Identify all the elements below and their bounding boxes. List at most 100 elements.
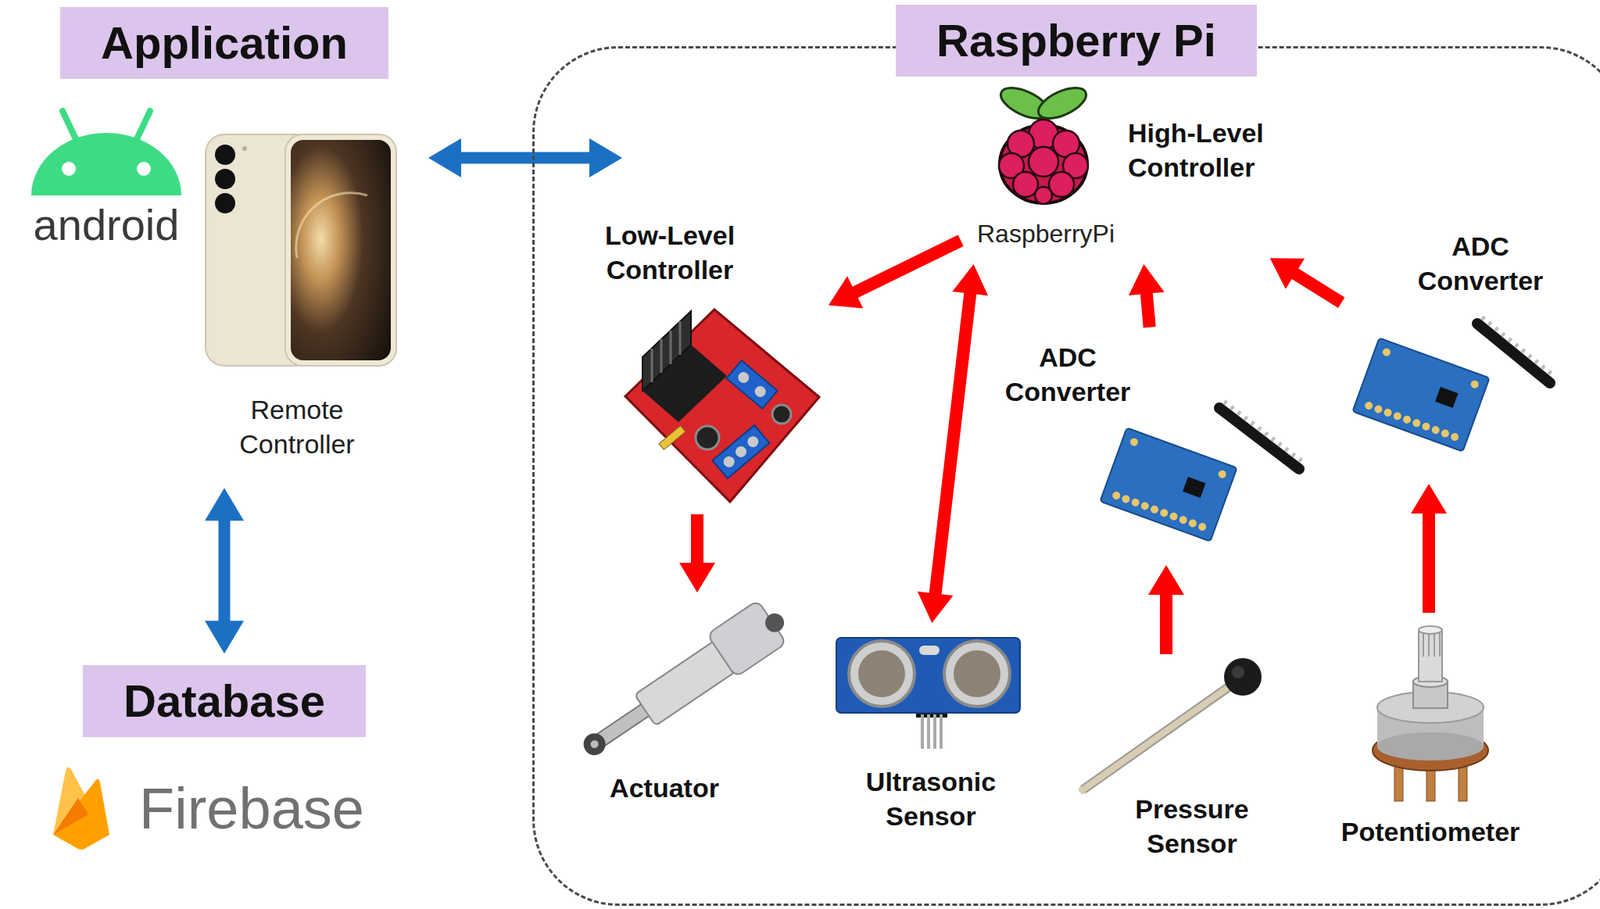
adc-board (1168, 511, 1179, 522)
pin-header (1224, 401, 1304, 463)
adc-board (1177, 515, 1189, 526)
motor-driver-board (735, 369, 752, 386)
adc-board (1435, 386, 1458, 409)
ultrasonic-sensor-module (933, 714, 937, 749)
motor-driver-board (726, 360, 777, 409)
ultrasonic-sensor-module (927, 714, 931, 749)
android-logo (61, 161, 76, 176)
section-title: Application (100, 13, 348, 72)
ultrasonic-sensor-module (858, 650, 906, 698)
component-node: Remote Controller (204, 132, 398, 465)
potentiometer (1377, 732, 1484, 761)
pin-header (1219, 401, 1304, 469)
adc-board (1149, 504, 1160, 515)
arrow-connector (1410, 483, 1447, 613)
phone-illustration (290, 139, 391, 361)
adc-board (1421, 421, 1432, 432)
pressure-sensor (1080, 658, 1262, 793)
component-node: ADC Converter (1346, 225, 1566, 475)
component-label: RaspberryPi (977, 218, 1115, 251)
arrow-connector (828, 235, 964, 309)
firebase-logo (53, 767, 110, 851)
component-label: Potentiometer (1341, 814, 1521, 849)
component-node: Ultrasonic Sensor (836, 632, 1024, 837)
firebase-logo (53, 778, 110, 850)
motor-driver-board (679, 321, 682, 355)
component-label: ADC Converter (1398, 229, 1563, 298)
component-node: Actuator (581, 601, 786, 809)
arrow-connector (1128, 264, 1165, 329)
motor-driver-board (726, 360, 777, 409)
adc-board (1111, 490, 1122, 502)
pin-header (1477, 317, 1555, 383)
component-node: Potentiometer (1338, 622, 1524, 852)
adc-board (1197, 522, 1208, 533)
ultrasonic-sensor-module (939, 714, 943, 749)
pressure-sensor (1083, 686, 1231, 790)
raspberry-pi-logo (1034, 186, 1053, 205)
component-node: Low-Level Controller (580, 214, 822, 505)
phone-illustration (285, 134, 397, 366)
section-tag: Database (82, 665, 366, 737)
adc-board (1129, 436, 1140, 448)
motor-driver-board (712, 425, 770, 479)
potentiometer (1438, 631, 1441, 657)
ultrasonic-sensor-module (953, 650, 1001, 698)
phone-illustration (296, 193, 368, 258)
raspberry-pi-logo (1034, 81, 1091, 125)
potentiometer (1372, 626, 1489, 802)
adc-board (1430, 425, 1441, 436)
motor-driver-board (658, 425, 686, 451)
adc-board (1352, 337, 1490, 452)
adc-board (1373, 404, 1384, 415)
adc-board (1120, 493, 1132, 505)
logo-text: android (33, 196, 180, 255)
pressure-sensor (1224, 658, 1262, 696)
ultrasonic-sensor-module (836, 637, 1021, 749)
motor-driver-board (642, 311, 691, 391)
adc-board (1217, 468, 1228, 480)
firebase-logo (53, 798, 89, 835)
adc-board (1363, 400, 1375, 412)
component-label: Ultrasonic Sensor (841, 764, 1021, 834)
adc-board (1392, 411, 1403, 422)
ultrasonic-sensor-module (836, 637, 1021, 713)
system-boundary: Raspberry PiHigh-Level ControllerRaspber… (532, 46, 1600, 906)
phone-illustration (214, 168, 236, 190)
component-node: ADC Converter (982, 336, 1307, 556)
pin-header (1477, 323, 1550, 383)
phone-illustration (214, 193, 236, 214)
arrow-connector (679, 514, 716, 593)
adc-board (1382, 407, 1393, 418)
pin-header (1481, 317, 1555, 377)
logo-text: Firebase (139, 771, 365, 847)
arrow-connector (917, 264, 988, 623)
phone-illustration (214, 144, 236, 165)
motor-driver-board (625, 309, 820, 502)
android-logo (31, 110, 182, 196)
adc-board (1381, 347, 1393, 358)
section-title: Database (123, 671, 326, 731)
pressure-sensor (1080, 683, 1228, 787)
linear-actuator (761, 609, 788, 636)
ultrasonic-sensor-module (919, 645, 940, 656)
raspberry-pi-logo (996, 81, 1091, 205)
component-label: Low-Level Controller (583, 218, 756, 287)
section-tag: Application (60, 7, 389, 79)
component-node: High-Level ControllerRaspberryPi (969, 86, 1311, 255)
component-label: High-Level Controller (1127, 115, 1308, 185)
motor-driver-board (669, 330, 673, 365)
motor-driver-board (660, 339, 663, 373)
linear-actuator (569, 594, 796, 770)
android-logo (136, 161, 151, 176)
potentiometer (1433, 631, 1436, 657)
ultrasonic-sensor-module (920, 714, 924, 749)
motor-driver-board (651, 348, 654, 383)
motor-driver-board (721, 454, 738, 470)
pressure-sensor (1231, 665, 1245, 679)
android-logo (136, 110, 151, 140)
linear-actuator (589, 738, 601, 750)
motor-driver-board (744, 433, 761, 450)
ultrasonic-sensor-module (848, 640, 915, 707)
component-label: ADC Converter (985, 340, 1150, 409)
